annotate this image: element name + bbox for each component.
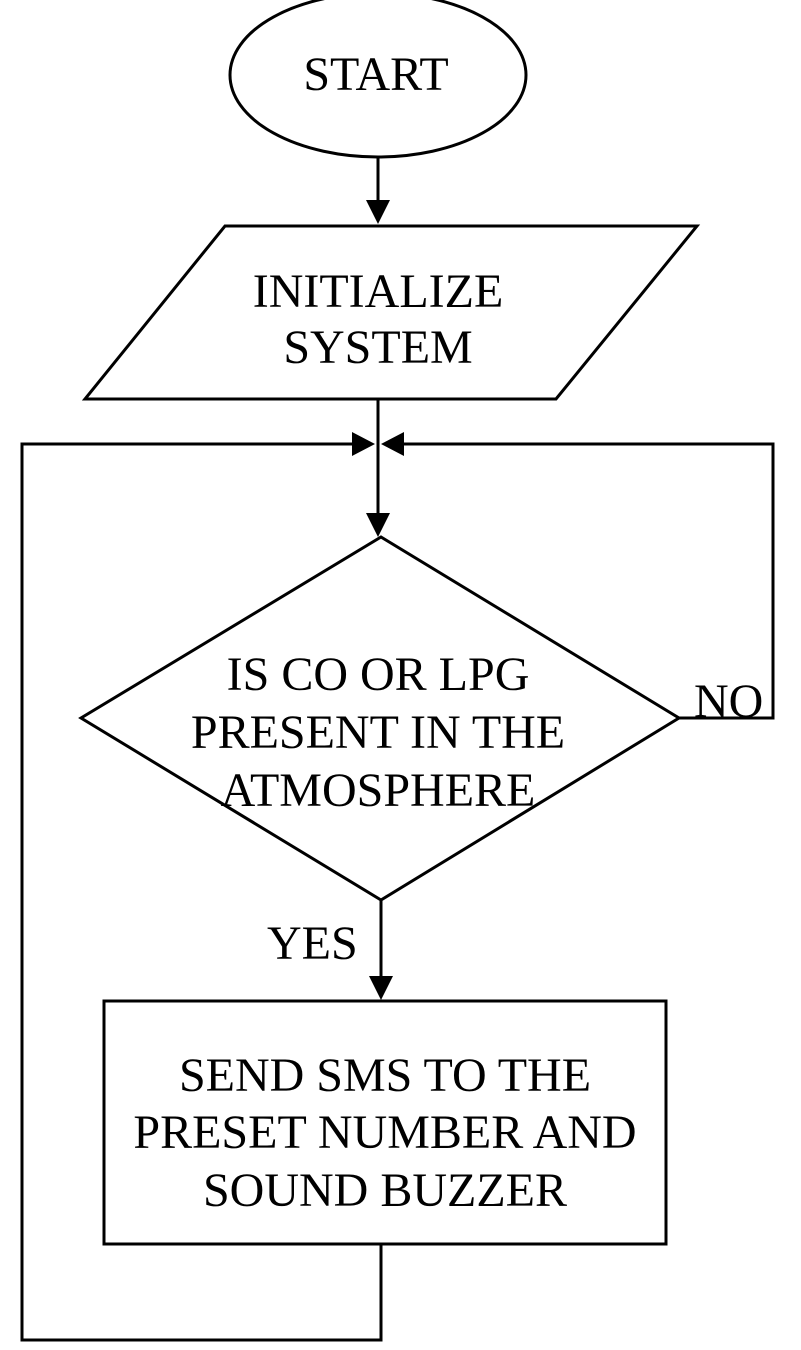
no-label: NO [694, 675, 763, 728]
arrowhead-down [366, 513, 390, 537]
arrowhead-down [366, 200, 390, 224]
action-label-line-2: PRESET NUMBER AND [133, 1106, 636, 1159]
arrowhead-right [352, 432, 375, 456]
initialize-label-line-1: INITIALIZE [253, 265, 504, 318]
no-branch-path: NO [679, 442, 775, 728]
yes-branch-path: YES [267, 900, 393, 1000]
action-label-line-3: SOUND BUZZER [203, 1164, 567, 1217]
action-label-line-1: SEND SMS TO THE [179, 1049, 591, 1102]
decision-label-line-2: PRESENT IN THE [191, 706, 565, 759]
decision-label-line-3: ATMOSPHERE [221, 764, 536, 817]
action-send-sms: SEND SMS TO THE PRESET NUMBER AND SOUND … [102, 999, 668, 1246]
arrow-initialize-to-decision [366, 399, 390, 537]
yes-label: YES [267, 917, 358, 970]
arrow-start-to-initialize [366, 157, 390, 224]
decision-label-line-1: IS CO OR LPG [227, 648, 530, 701]
arrowhead-left [381, 432, 404, 456]
loop-merge-junction [75, 432, 735, 456]
arrowhead-down [369, 976, 393, 1000]
initialize-parallelogram [81, 224, 701, 401]
initialize-label-line-2: SYSTEM [283, 321, 472, 374]
start-label: START [303, 48, 448, 101]
action-rectangle [102, 999, 668, 1246]
initialize-process: INITIALIZE SYSTEM [81, 224, 701, 401]
decision-gas-present: IS CO OR LPG PRESENT IN THE ATMOSPHERE [78, 535, 682, 902]
return-loop-path [20, 442, 383, 1342]
start-terminal: START [228, 0, 528, 159]
